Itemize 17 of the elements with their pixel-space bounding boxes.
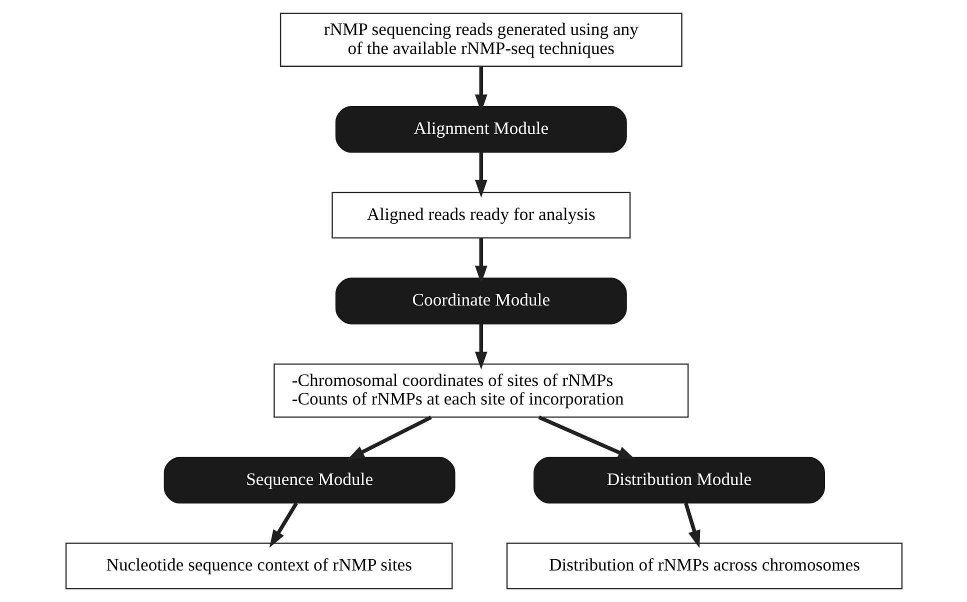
node-box: Aligned reads ready for analysis — [331, 192, 630, 239]
node-box: Alignment Module — [334, 106, 626, 153]
arrow — [474, 152, 487, 198]
arrow — [684, 502, 700, 548]
node-box: Sequence Module — [163, 456, 455, 504]
node-box: Nucleotide sequence context of rNMP sites — [64, 542, 452, 590]
node-box: -Chromosomal coordinates of sites of rNMPs -Counts of rNMPs at each site of incorporation — [273, 363, 688, 418]
arrow — [346, 416, 432, 460]
arrow — [268, 502, 298, 548]
node-box: rNMP sequencing reads generated using any of the available rNMP-seq techniques — [279, 12, 682, 67]
arrow — [474, 324, 487, 370]
arrow — [474, 238, 487, 284]
node-box: Coordinate Module — [334, 278, 626, 324]
node-box: Distribution of rNMPs across chromosomes — [506, 542, 902, 590]
arrow — [474, 66, 487, 112]
arrow — [538, 416, 636, 460]
node-box: Distribution Module — [533, 456, 824, 504]
